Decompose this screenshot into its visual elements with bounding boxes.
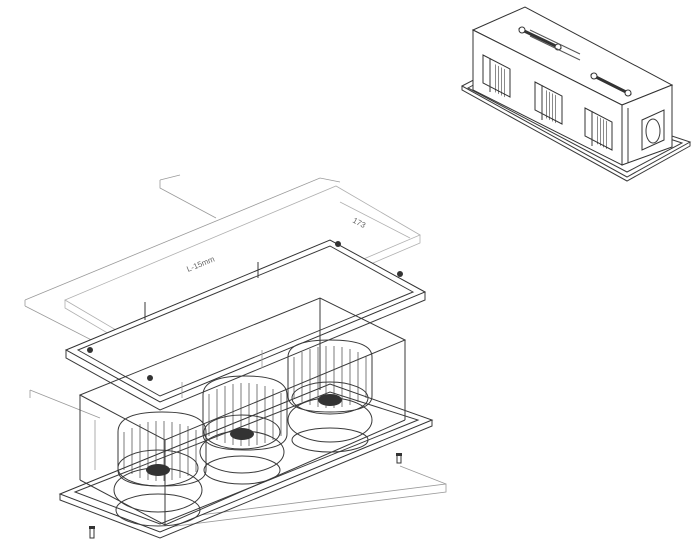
width-dimension-label: 173 bbox=[351, 216, 367, 230]
lamp-module-3 bbox=[287, 339, 373, 453]
side-window bbox=[641, 109, 665, 151]
housing-box bbox=[78, 297, 407, 526]
assembled-view bbox=[460, 6, 692, 182]
screw bbox=[89, 526, 95, 539]
screw bbox=[396, 453, 402, 464]
lamp-module-1 bbox=[113, 411, 207, 527]
top-slot bbox=[518, 26, 581, 61]
lamp-module-2 bbox=[199, 375, 288, 485]
length-dimension-label: L-15mm bbox=[185, 254, 216, 273]
mounting-plate bbox=[64, 239, 427, 411]
base-tray bbox=[58, 383, 434, 539]
top-slot bbox=[590, 72, 632, 97]
